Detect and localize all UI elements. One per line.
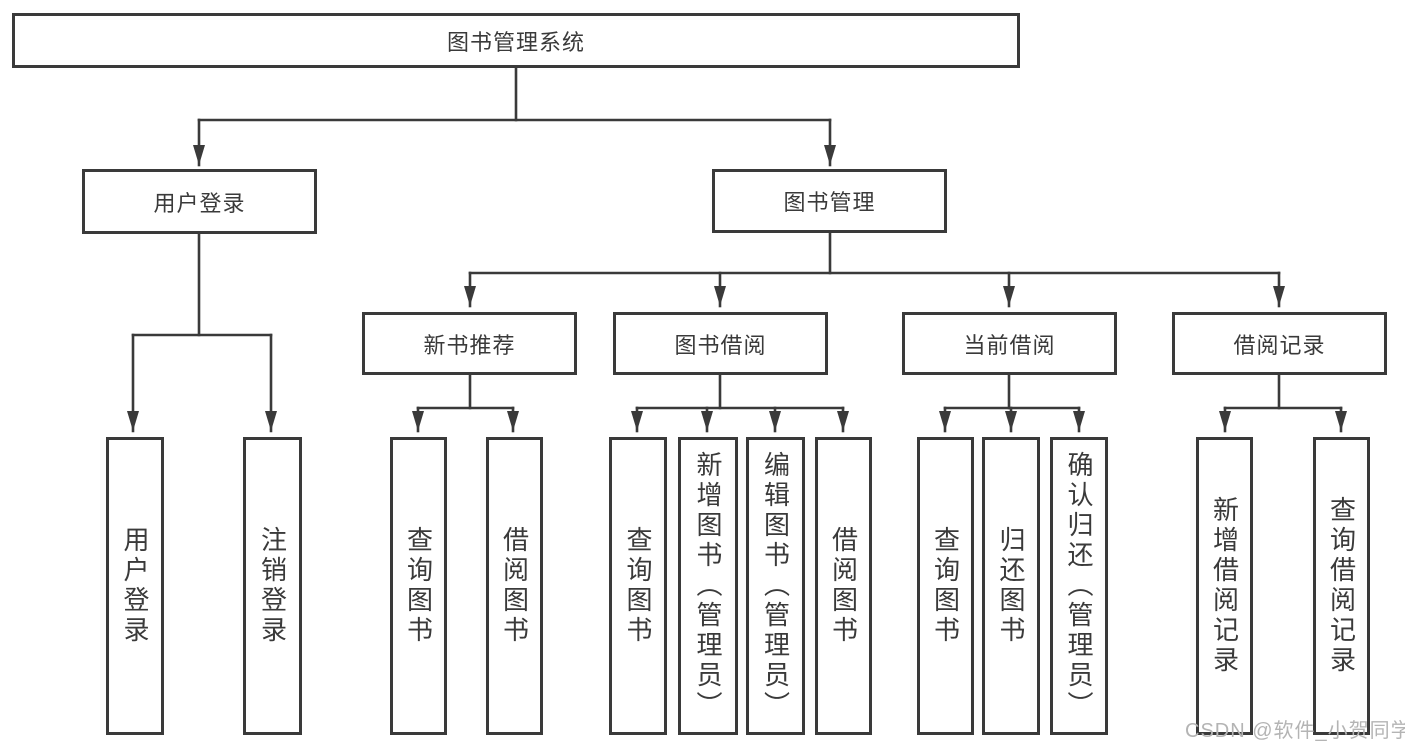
leaf-return-books: 归还图书 xyxy=(982,437,1040,735)
node-book-management: 图书管理 xyxy=(712,169,947,233)
leaf-return-books-label: 归还图书 xyxy=(996,526,1026,646)
watermark-text: CSDN @软件_小贺同学 xyxy=(1185,720,1405,742)
leaf-edit-book-admin-label: 编辑图书（管理员） xyxy=(760,451,791,721)
leaf-borrow-books-borrowing: 借阅图书 xyxy=(815,437,872,735)
leaf-edit-book-admin: 编辑图书（管理员） xyxy=(746,437,805,735)
leaf-add-borrow-record: 新增借阅记录 xyxy=(1196,437,1253,735)
node-user-login: 用户登录 xyxy=(82,169,317,234)
leaf-query-borrow-record: 查询借阅记录 xyxy=(1313,437,1370,735)
node-new-book-recommendation: 新书推荐 xyxy=(362,312,577,375)
leaf-borrow-books-borrowing-label: 借阅图书 xyxy=(828,526,859,646)
leaf-user-login: 用户登录 xyxy=(106,437,164,735)
leaf-borrow-books-recommend-label: 借阅图书 xyxy=(499,526,530,646)
node-borrowing-records: 借阅记录 xyxy=(1172,312,1387,375)
leaf-user-login-label: 用户登录 xyxy=(120,526,150,646)
node-library-system: 图书管理系统 xyxy=(12,13,1020,68)
leaf-query-books-borrowing: 查询图书 xyxy=(609,437,667,735)
node-current-borrowing: 当前借阅 xyxy=(902,312,1117,375)
leaf-query-books-recommend-label: 查询图书 xyxy=(403,526,434,646)
leaf-logout: 注销登录 xyxy=(243,437,302,735)
leaf-add-book-admin-label: 新增图书（管理员） xyxy=(693,451,723,721)
leaf-confirm-return-admin-label: 确认归还（管理员） xyxy=(1064,451,1094,721)
leaf-query-books-current: 查询图书 xyxy=(917,437,974,735)
node-book-borrowing: 图书借阅 xyxy=(613,312,828,375)
leaf-add-book-admin: 新增图书（管理员） xyxy=(678,437,738,735)
leaf-borrow-books-recommend: 借阅图书 xyxy=(486,437,543,735)
leaf-query-books-recommend: 查询图书 xyxy=(390,437,447,735)
leaf-query-books-borrowing-label: 查询图书 xyxy=(623,526,653,646)
leaf-query-books-current-label: 查询图书 xyxy=(930,526,961,646)
leaf-confirm-return-admin: 确认归还（管理员） xyxy=(1050,437,1108,735)
leaf-logout-label: 注销登录 xyxy=(257,526,288,646)
leaf-add-borrow-record-label: 新增借阅记录 xyxy=(1209,496,1240,676)
leaf-query-borrow-record-label: 查询借阅记录 xyxy=(1326,496,1357,676)
